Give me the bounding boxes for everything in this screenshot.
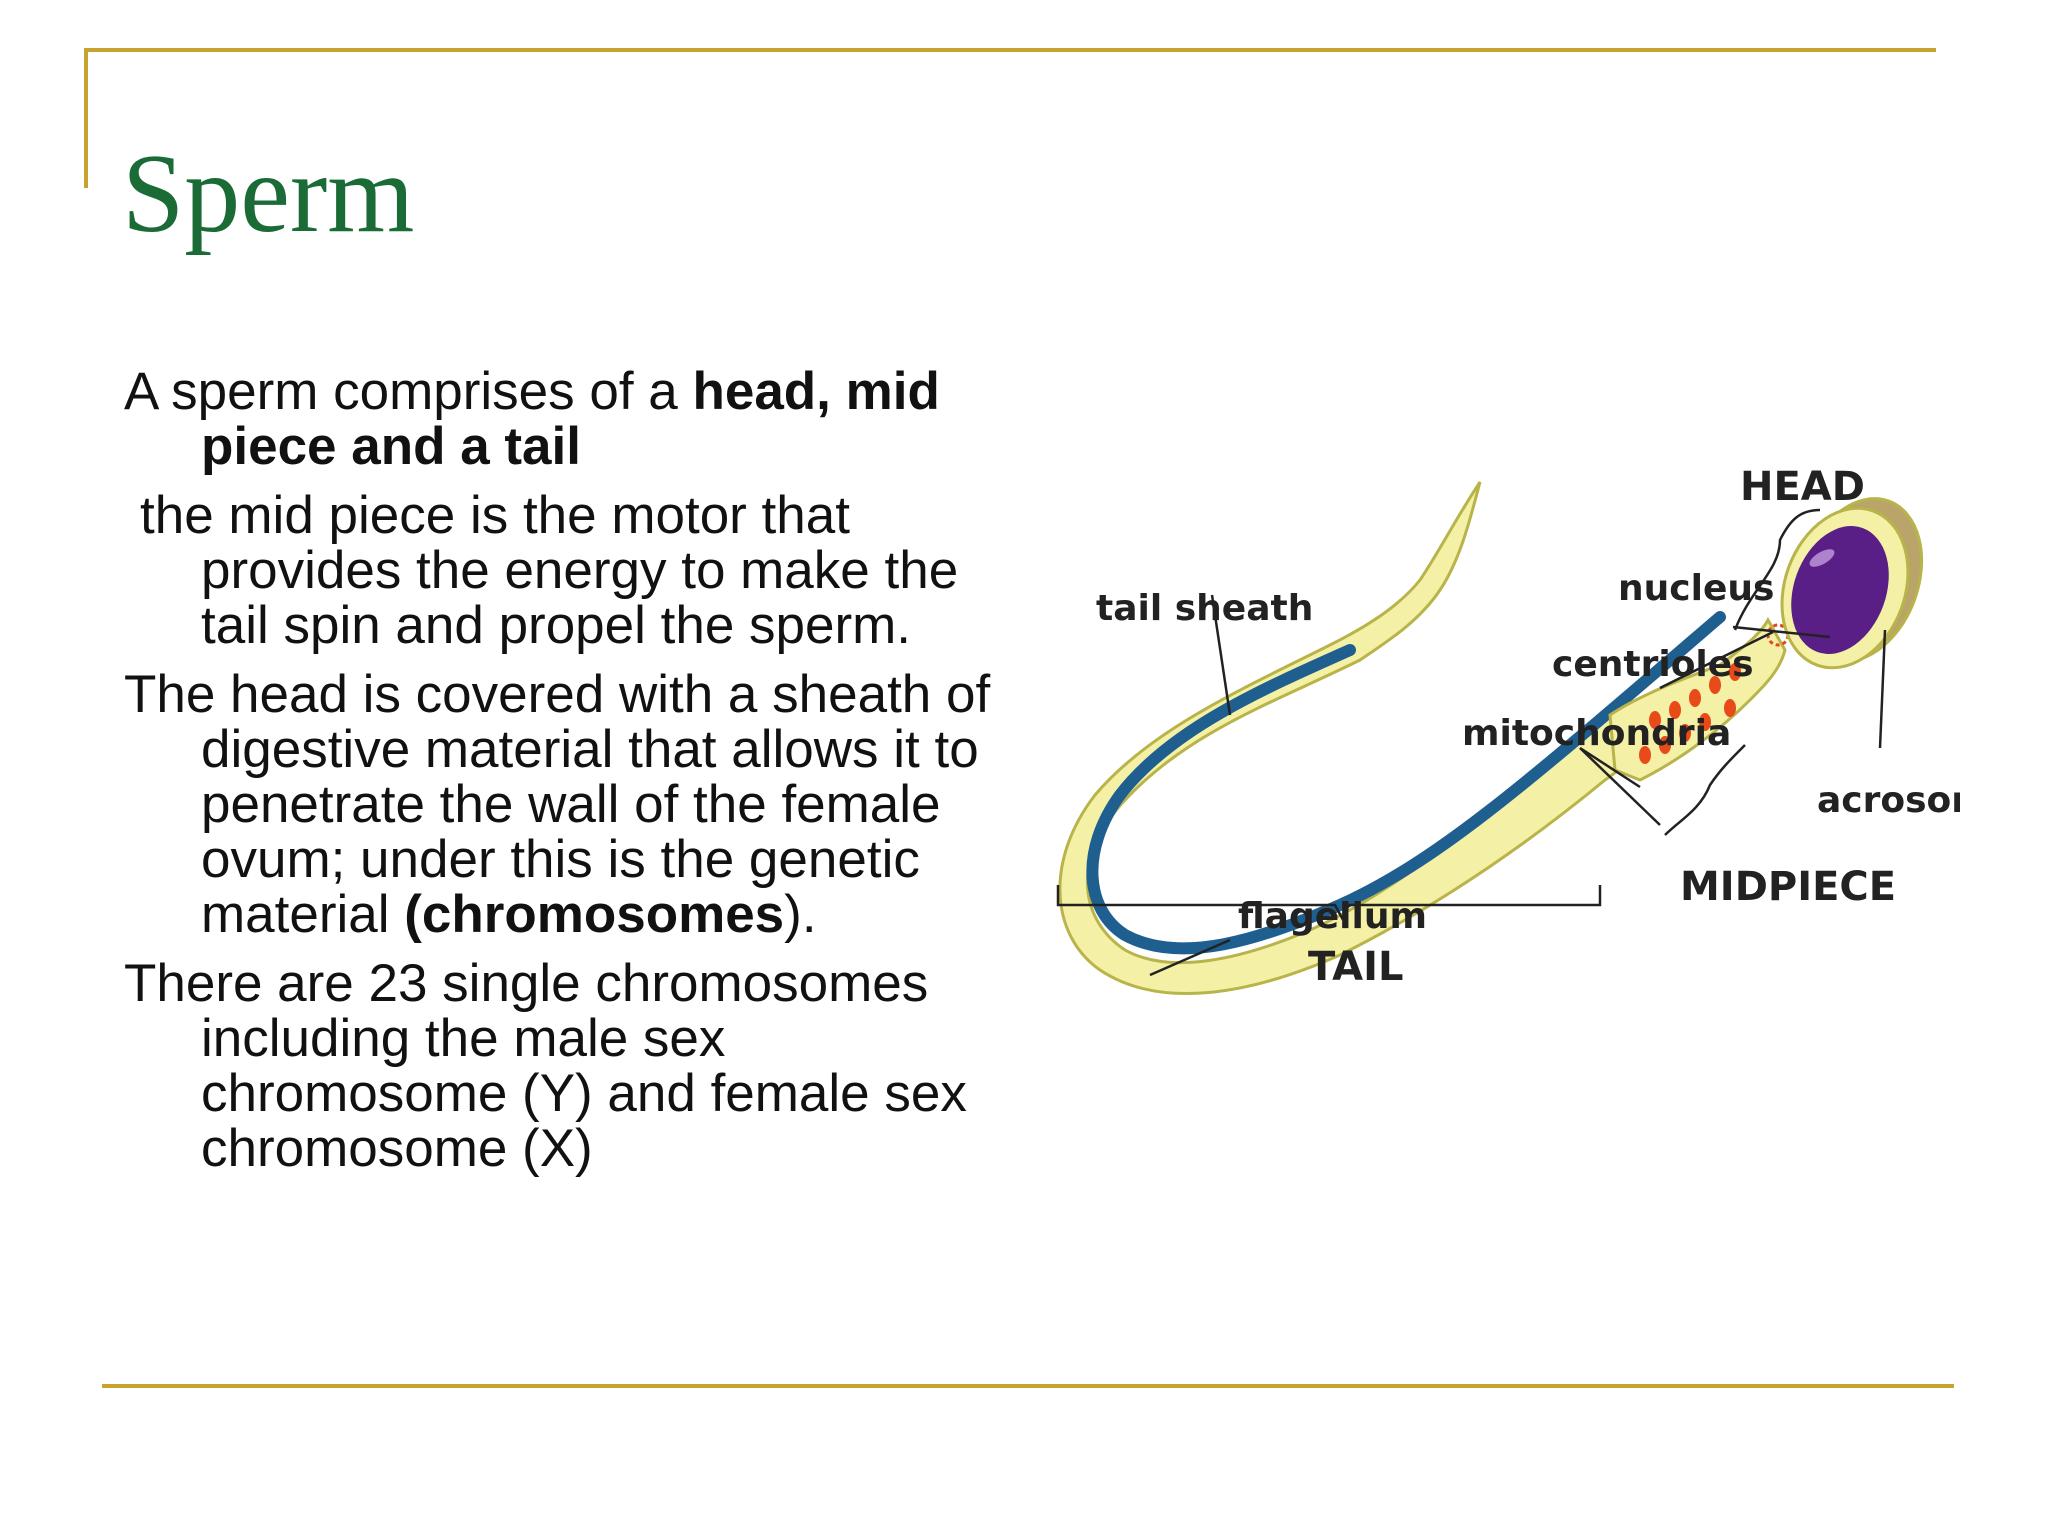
flagellum-core	[1086, 611, 1726, 955]
mitochondrion	[1649, 711, 1661, 729]
label-tail-sheath: tail sheath	[1096, 588, 1313, 629]
tail-brace	[1056, 885, 1602, 921]
mitochondrion	[1724, 699, 1736, 717]
midpiece-brace	[1664, 744, 1746, 836]
bottom-rule	[102, 1384, 1954, 1388]
mitochondrion	[1659, 736, 1671, 754]
paragraph-4: There are 23 single chromosomes includin…	[124, 956, 1004, 1176]
paragraph-3-bold: (chromosomes	[404, 885, 785, 944]
flagellum-leader	[1149, 938, 1231, 977]
mitochondrion	[1689, 689, 1701, 707]
label-head: HEAD	[1740, 464, 1865, 510]
label-acrosome: acrosome	[1817, 780, 1960, 821]
mitochondria-group	[1639, 663, 1741, 764]
paragraph-4-text: There are 23 single chromosomes includin…	[124, 954, 967, 1178]
paragraph-3-text: The head is covered with a sheath of dig…	[124, 665, 991, 944]
mitochondrion	[1679, 724, 1691, 742]
paragraph-3-tail: ).	[784, 885, 817, 944]
paragraph-2: the mid piece is the motor that provides…	[124, 488, 1004, 653]
nucleus-highlight	[1809, 549, 1835, 567]
body-text: A sperm comprises of a head, mid piece a…	[124, 364, 1004, 1190]
label-flagellum: flagellum	[1238, 896, 1427, 937]
mitochondria-leader	[1579, 746, 1641, 789]
paragraph-1-text: A sperm comprises of a	[124, 362, 693, 421]
mitochondrion	[1699, 713, 1711, 731]
label-mitochondria: mitochondria	[1462, 713, 1731, 754]
mitochondria-leader-2	[1579, 747, 1661, 826]
paragraph-1-bold: head, mid piece and a tail	[201, 362, 940, 476]
mitochondrion	[1669, 701, 1681, 719]
paragraph-1: A sperm comprises of a head, mid piece a…	[124, 364, 1004, 474]
label-tail: TAIL	[1308, 944, 1404, 990]
mitochondrion	[1709, 676, 1721, 694]
slide-title: Sperm	[122, 132, 415, 256]
label-centrioles: centrioles	[1552, 644, 1754, 685]
paragraph-3: The head is covered with a sheath of dig…	[124, 667, 1004, 942]
mitochondrion	[1729, 663, 1741, 681]
sperm-diagram: HEAD nucleus centrioles mitochondria acr…	[1056, 464, 1960, 996]
top-rule	[84, 48, 1936, 52]
head-brace	[1733, 508, 1821, 631]
acrosome-leader	[1878, 629, 1887, 749]
label-nucleus: nucleus	[1618, 568, 1774, 609]
mitochondrion	[1639, 746, 1651, 764]
paragraph-2-text: the mid piece is the motor that provides…	[140, 486, 959, 655]
nucleus-leader	[1732, 625, 1831, 639]
left-rule	[84, 48, 88, 188]
label-midpiece: MIDPIECE	[1680, 864, 1896, 910]
tail-sheath-leader	[1210, 594, 1232, 716]
centrioles-leader	[1659, 630, 1774, 690]
